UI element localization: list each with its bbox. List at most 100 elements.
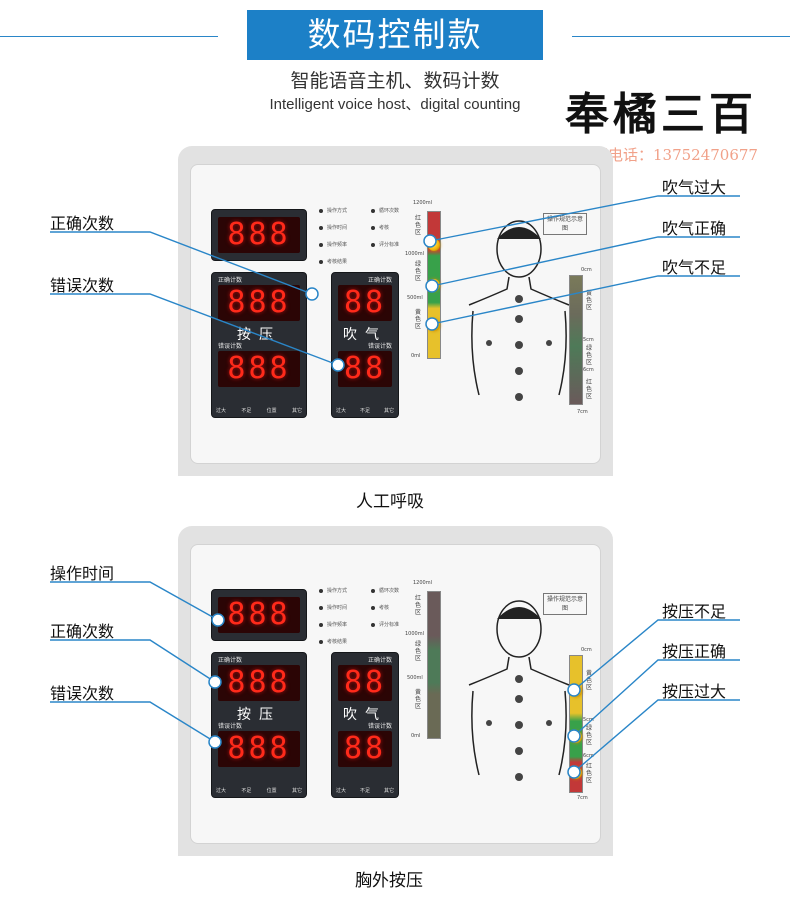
header-rule-left	[0, 36, 218, 37]
torso-diagram	[468, 600, 570, 781]
brand-logo: 奉橘三百	[565, 89, 757, 140]
device-top: 888 正确计数 888 按压 错误计数 888 过大不足位置其它 正确计数 8…	[178, 146, 613, 476]
callout-wrong-count: 错误次数	[50, 276, 115, 295]
callout-blow-under: 吹气不足	[662, 258, 727, 277]
depth-bar	[569, 275, 583, 405]
callout-wrong-count: 错误次数	[50, 684, 115, 703]
lcd-blow: 正确计数 88 吹气 错误计数 88 过大不足其它	[331, 652, 399, 798]
lcd-blow-correct: 88	[338, 285, 392, 321]
lcd-press-wrong: 888	[218, 731, 300, 767]
indicator: 操作方式	[319, 587, 347, 594]
lcd-press-foot: 过大不足位置其它	[216, 788, 302, 794]
indicator: 循环次数	[371, 587, 399, 594]
depth-green-zone: 绿色区	[585, 345, 592, 366]
depth-tick-mid2: 6cm	[583, 753, 594, 759]
lcd-press-correct-cap: 正确计数	[218, 657, 243, 664]
lcd-blow-wrong: 88	[338, 731, 392, 767]
depth-red-zone: 红色区	[585, 379, 592, 400]
lcd-blow-correct-cap: 正确计数	[367, 277, 392, 284]
lcd-press-wrong-cap: 错误计数	[218, 723, 243, 730]
indicator: 评分标准	[371, 241, 399, 248]
control-panel-bottom: 888 正确计数 888 按压 错误计数 888 过大不足位置其它 正确计数 8…	[190, 544, 601, 844]
subtitle-en: Intelligent voice host、digital counting	[269, 96, 521, 113]
lcd-press-correct: 888	[218, 665, 300, 701]
lcd-blow-wrong-cap: 错误计数	[367, 723, 392, 730]
banner-title: 数码控制款	[247, 10, 543, 60]
subtitle-cn: 智能语音主机、数码计数	[290, 70, 500, 92]
lcd-press-correct-cap: 正确计数	[218, 277, 243, 284]
indicator: 考核结果	[319, 638, 347, 645]
lcd-press-foot: 过大不足位置其它	[216, 408, 302, 414]
indicator: 考核	[371, 224, 389, 231]
indicator: 考核	[371, 604, 389, 611]
diagram-label: 操作规范示意图	[543, 213, 587, 235]
callout-blow-over: 吹气过大	[662, 178, 727, 197]
volume-tick-bottom: 0ml	[411, 353, 421, 359]
lcd-blow-foot: 过大不足其它	[336, 788, 394, 794]
depth-tick-bottom: 7cm	[577, 409, 588, 415]
indicator: 操作时间	[319, 224, 347, 231]
depth-green-zone: 绿色区	[585, 725, 592, 746]
header-rule-right	[572, 36, 790, 37]
volume-yellow-zone: 黄色区	[414, 309, 421, 330]
depth-tick-top: 0cm	[581, 267, 592, 273]
volume-green-zone: 绿色区	[414, 641, 421, 662]
indicator: 操作方式	[319, 207, 347, 214]
caption-breathing: 人工呼吸	[356, 492, 424, 512]
lcd-press: 正确计数 888 按压 错误计数 888 过大不足位置其它	[211, 652, 307, 798]
indicator: 循环次数	[371, 207, 399, 214]
lcd-blow-correct: 88	[338, 665, 392, 701]
lcd-blow-wrong-cap: 错误计数	[367, 343, 392, 350]
volume-red-zone: 红色区	[414, 595, 421, 616]
lcd-timer-digits: 888	[218, 597, 300, 633]
depth-tick-mid1: 5cm	[583, 337, 594, 343]
torso-diagram	[468, 220, 570, 401]
lcd-blow: 正确计数 88 吹气 错误计数 88 过大不足其它	[331, 272, 399, 418]
lcd-press-correct: 888	[218, 285, 300, 321]
lcd-blow-foot: 过大不足其它	[336, 408, 394, 414]
volume-yellow-zone: 黄色区	[414, 689, 421, 710]
lcd-press: 正确计数 888 按压 错误计数 888 过大不足位置其它	[211, 272, 307, 418]
lcd-press-wrong: 888	[218, 351, 300, 387]
volume-green-zone: 绿色区	[414, 261, 421, 282]
depth-tick-bottom: 7cm	[577, 795, 588, 801]
caption-compression: 胸外按压	[355, 871, 423, 891]
callout-correct-count: 正确次数	[50, 214, 115, 233]
volume-tick-top: 1200ml	[413, 200, 432, 206]
volume-tick-top: 1200ml	[413, 580, 432, 586]
lcd-blow-correct-cap: 正确计数	[367, 657, 392, 664]
volume-tick-bottom: 0ml	[411, 733, 421, 739]
control-panel-top: 888 正确计数 888 按压 错误计数 888 过大不足位置其它 正确计数 8…	[190, 164, 601, 464]
lcd-blow-label: 吹气	[343, 707, 387, 723]
indicator: 操作频率	[319, 241, 347, 248]
volume-tick-mid: 1000ml	[405, 251, 424, 257]
callout-press-correct: 按压正确	[662, 642, 727, 661]
depth-tick-mid2: 6cm	[583, 367, 594, 373]
indicator: 评分标准	[371, 621, 399, 628]
lcd-blow-wrong: 88	[338, 351, 392, 387]
lcd-timer: 888	[211, 589, 307, 641]
lcd-press-label: 按压	[237, 707, 281, 723]
indicator: 考核结果	[319, 258, 347, 265]
depth-red-zone: 红色区	[585, 763, 592, 784]
volume-tick-mid: 1000ml	[405, 631, 424, 637]
indicator: 操作时间	[319, 604, 347, 611]
depth-tick-top: 0cm	[581, 647, 592, 653]
volume-tick-low: 500ml	[407, 295, 423, 301]
callout-operation-time: 操作时间	[50, 564, 115, 583]
callout-press-under: 按压不足	[662, 602, 727, 621]
lcd-blow-label: 吹气	[343, 327, 387, 343]
callout-correct-count: 正确次数	[50, 622, 115, 641]
lcd-timer-digits: 888	[218, 217, 300, 253]
diagram-label: 操作规范示意图	[543, 593, 587, 615]
volume-tick-low: 500ml	[407, 675, 423, 681]
phone-number: 客服电话：13752470677	[578, 146, 758, 164]
volume-bar	[427, 591, 441, 739]
callout-press-over: 按压过大	[662, 682, 727, 701]
depth-yellow-zone: 黄色区	[585, 670, 592, 691]
callout-blow-correct: 吹气正确	[662, 219, 727, 238]
lcd-press-wrong-cap: 错误计数	[218, 343, 243, 350]
device-bottom: 888 正确计数 888 按压 错误计数 888 过大不足位置其它 正确计数 8…	[178, 526, 613, 856]
depth-tick-mid1: 5cm	[583, 717, 594, 723]
